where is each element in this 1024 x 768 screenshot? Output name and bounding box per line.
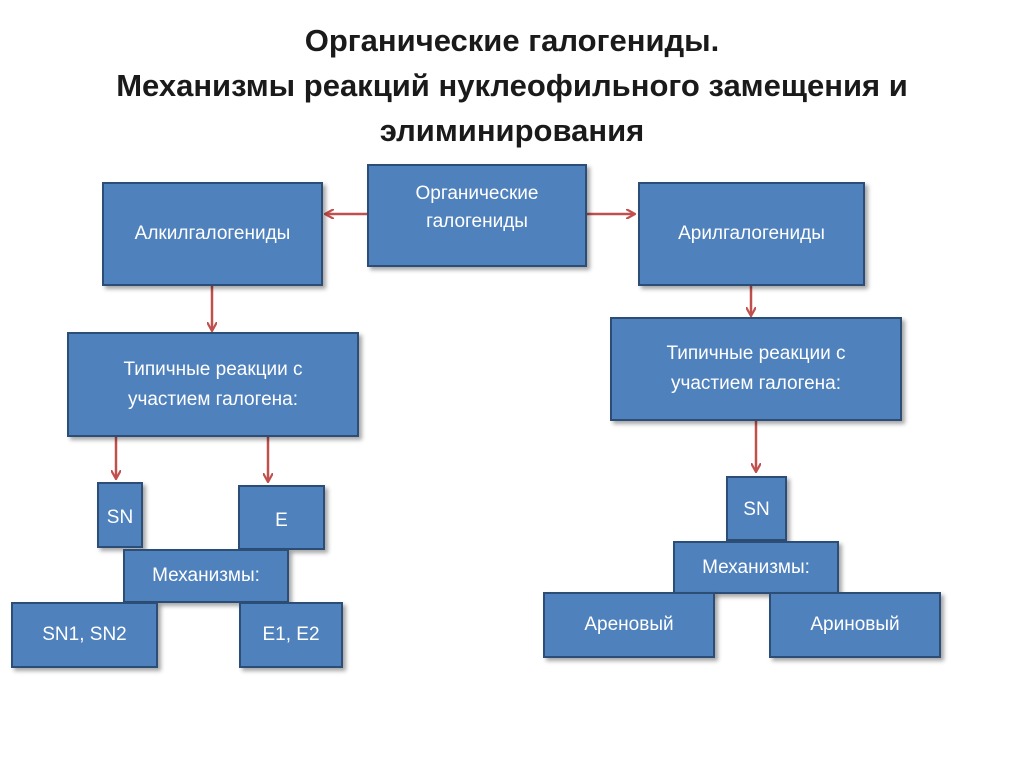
slide-title: Органические галогениды. Механизмы реакц… [0, 18, 1024, 153]
node-mechanisms-right-label: Механизмы: [702, 556, 810, 578]
typical-right-line1: Типичные реакции с [666, 343, 846, 364]
node-e-left-label: E [275, 510, 288, 531]
node-sn-right-label: SN [743, 499, 770, 520]
node-aryne-mechanism: Ариновый [769, 592, 941, 658]
node-organic-halides-line1: Органические [415, 183, 539, 204]
node-organic-halides-line2: галогениды [426, 211, 528, 232]
typical-right-line2: участием галогена: [670, 373, 842, 394]
node-typical-reactions-left: Типичные реакции с участием галогена: [67, 332, 359, 437]
node-sn1-sn2: SN1, SN2 [11, 602, 158, 668]
node-e-left: E [238, 485, 325, 550]
node-typical-reactions-right: Типичные реакции с участием галогена: [610, 317, 902, 421]
node-mechanisms-right: Механизмы: [673, 541, 839, 594]
title-line-2: Механизмы реакций нуклеофильного замещен… [116, 68, 908, 103]
node-alkyl-halides: Алкилгалогениды [102, 182, 323, 286]
typical-left-line2: участием галогена: [127, 388, 299, 410]
node-aryl-halides: Арилгалогениды [638, 182, 865, 286]
node-arene-mechanism-label: Ареновый [584, 614, 674, 635]
node-e1-e2-label: E1, E2 [262, 624, 320, 645]
title-line-3: элиминирования [379, 113, 645, 148]
node-sn-left: SN [97, 482, 143, 548]
node-mechanisms-left-label: Механизмы: [152, 565, 260, 586]
node-sn-right: SN [726, 476, 787, 541]
node-alkyl-halides-label: Алкилгалогениды [134, 223, 291, 244]
typical-left-line1: Типичные реакции с [123, 358, 303, 380]
node-organic-halides: Органические галогениды [367, 164, 587, 267]
node-sn-left-label: SN [106, 507, 134, 528]
node-aryne-mechanism-label: Ариновый [810, 614, 900, 635]
node-mechanisms-left: Механизмы: [123, 549, 289, 603]
title-line-1: Органические галогениды. [304, 23, 720, 58]
node-aryl-halides-label: Арилгалогениды [678, 223, 825, 244]
node-sn1-sn2-label: SN1, SN2 [42, 624, 127, 645]
node-arene-mechanism: Ареновый [543, 592, 715, 658]
node-e1-e2: E1, E2 [239, 602, 343, 668]
